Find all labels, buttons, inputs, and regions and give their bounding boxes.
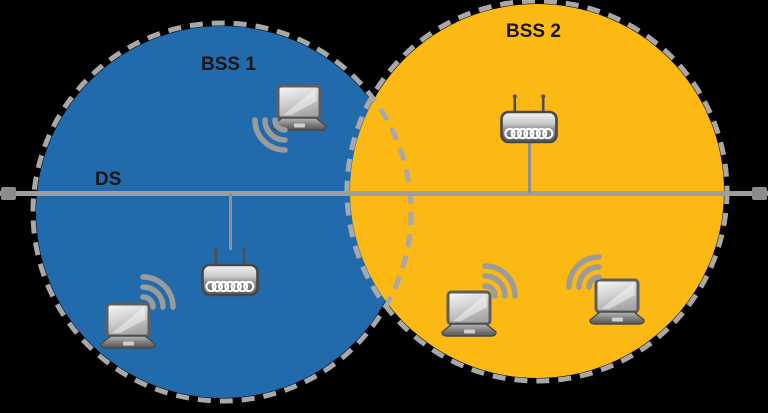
laptop-icon-bss2-right [588,278,646,326]
laptop-icon-bss2-left [440,290,498,338]
ds-left-terminator [1,187,16,200]
ds-label: DS [95,169,121,190]
ds-right-terminator [752,187,767,200]
bss2-label: BSS 2 [506,21,561,42]
bss1-dashed-border [30,20,414,404]
laptop-icon-bss1-bottom [99,302,157,350]
laptop-icon-bss1-top [270,84,328,132]
bss1-label: BSS 1 [201,54,256,75]
